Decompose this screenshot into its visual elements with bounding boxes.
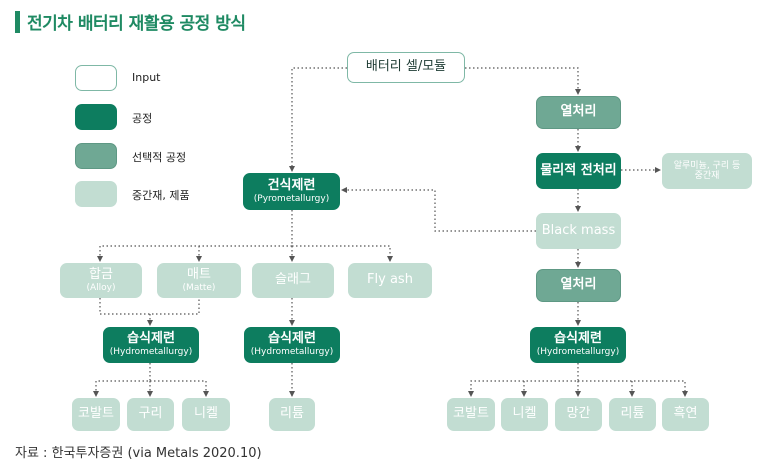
source-caption: 자료 : 한국투자증권 (via Metals 2020.10)	[15, 446, 262, 461]
node-label: 코발트	[453, 406, 489, 422]
node-black-mass: Black mass	[536, 213, 621, 249]
node-nickel-right: 니켈	[501, 398, 548, 431]
node-sublabel: (Alloy)	[86, 282, 116, 293]
node-manganese-right: 망간	[555, 398, 602, 431]
node-nickel-left: 니켈	[182, 398, 230, 431]
node-label: 슬래그	[275, 272, 311, 288]
node-cobalt-right: 코발트	[447, 398, 495, 431]
node-heat-treatment-2: 열처리	[536, 269, 621, 302]
node-sublabel: 중간재	[694, 171, 720, 181]
node-lithium-right: 리튬	[609, 398, 656, 431]
node-sublabel: (Hydrometallurgy)	[109, 347, 193, 358]
node-fly-ash: Fly ash	[348, 263, 432, 298]
legend-input-swatch	[75, 65, 117, 91]
node-label: 알루미늄, 구리 등	[673, 160, 741, 171]
node-alloy: 합금 (Alloy)	[60, 263, 142, 298]
node-label: 코발트	[78, 406, 114, 422]
legend-selective-label: 선택적 공정	[132, 151, 187, 164]
node-label: Fly ash	[367, 272, 413, 288]
legend-input-label: Input	[132, 71, 161, 84]
node-label: 열처리	[560, 104, 597, 120]
node-label: 리튬	[620, 406, 645, 422]
node-sublabel: (Hydrometallurgy)	[250, 347, 334, 358]
title-accent-bar	[15, 11, 20, 33]
node-label: 습식제련	[268, 331, 316, 347]
node-slag: 슬래그	[252, 263, 334, 298]
node-label: Black mass	[541, 222, 616, 238]
node-label: 니켈	[512, 406, 537, 422]
node-physical-pretreatment: 물리적 전처리	[536, 153, 621, 189]
legend-process-label: 공정	[132, 112, 153, 125]
node-aluminum-copper: 알루미늄, 구리 등 중간재	[662, 153, 752, 189]
node-hydrometallurgy-left: 습식제련 (Hydrometallurgy)	[103, 327, 199, 363]
node-label: 매트	[187, 266, 211, 282]
node-label: 건식제련	[267, 177, 316, 193]
node-label: 흑연	[673, 406, 698, 422]
node-label: 열처리	[560, 277, 597, 293]
node-label: 구리	[138, 406, 163, 422]
node-graphite-right: 흑연	[662, 398, 709, 431]
node-lithium-middle: 리튬	[269, 398, 315, 431]
node-pyrometallurgy: 건식제련 (Pyrometallurgy)	[243, 173, 340, 210]
node-sublabel: (Matte)	[182, 282, 216, 293]
node-label: 배터리 셀/모듈	[365, 59, 447, 75]
legend-intermediate-label: 중간재, 제품	[132, 189, 190, 202]
legend-process-swatch	[75, 104, 117, 130]
node-label: 합금	[89, 266, 113, 282]
node-copper-left: 구리	[127, 398, 174, 431]
node-sublabel: (Hydrometallurgy)	[536, 347, 620, 358]
node-hydrometallurgy-right: 습식제련 (Hydrometallurgy)	[530, 327, 626, 363]
node-label: 물리적 전처리	[540, 162, 617, 178]
node-battery-cell-module: 배터리 셀/모듈	[347, 52, 465, 83]
page-title: 전기차 배터리 재활용 공정 방식	[27, 14, 246, 34]
legend-intermediate-swatch	[75, 181, 117, 207]
node-label: 습식제련	[127, 331, 175, 347]
node-cobalt-left: 코발트	[72, 398, 120, 431]
node-sublabel: (Pyrometallurgy)	[253, 193, 330, 204]
legend-selective-swatch	[75, 143, 117, 169]
node-heat-treatment-1: 열처리	[536, 96, 621, 129]
node-label: 습식제련	[554, 331, 602, 347]
node-matte: 매트 (Matte)	[157, 263, 241, 298]
node-label: 니켈	[194, 406, 218, 422]
node-hydrometallurgy-middle: 습식제련 (Hydrometallurgy)	[244, 327, 340, 363]
node-label: 망간	[566, 406, 591, 422]
node-label: 리튬	[280, 406, 304, 422]
